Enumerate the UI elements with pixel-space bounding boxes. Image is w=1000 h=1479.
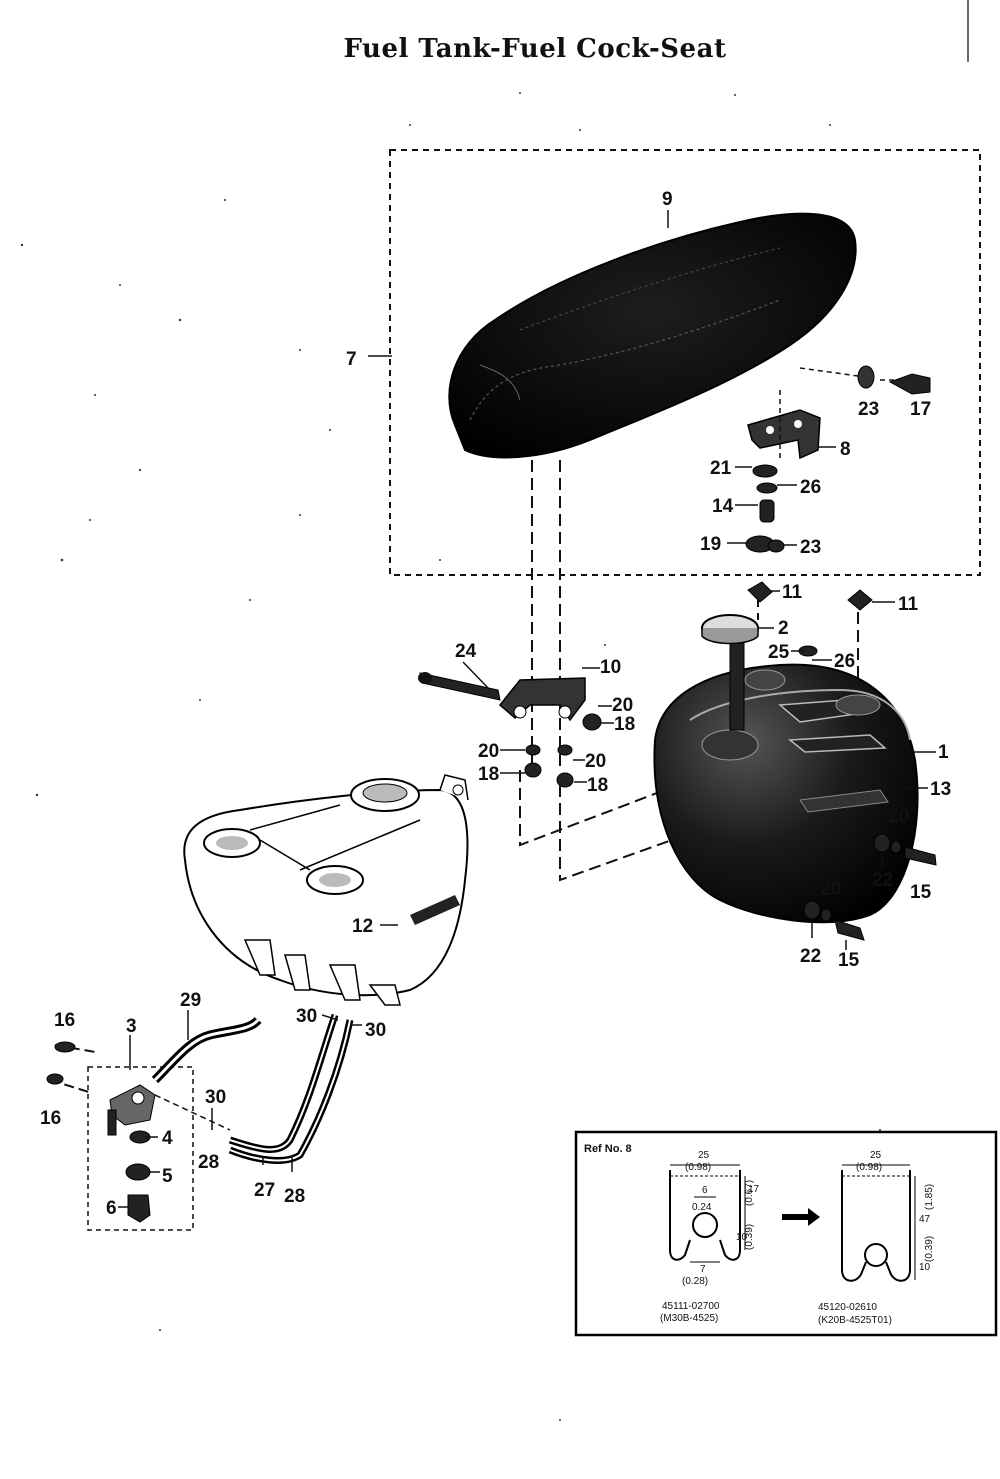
old-dim1-mm: 17: [748, 1184, 760, 1195]
old-dim3-mm: 7: [700, 1264, 706, 1275]
callout-16: 16: [54, 1010, 75, 1031]
old-dim1-in: (0.67): [744, 1180, 755, 1206]
callout-30: 30: [205, 1087, 226, 1108]
fuel-cock: [46, 1041, 156, 1223]
callout-20: 20: [585, 751, 606, 772]
old-bracket-drawing: 25 (0.98) 6 0.24 17 (0.67) 10 (0.39) 7 (…: [660, 1150, 760, 1324]
callout-11: 11: [898, 594, 919, 615]
old-dim3-in: (0.28): [682, 1276, 708, 1287]
seat-assembly-box: [389, 149, 981, 576]
callout-20: 20: [888, 806, 909, 827]
callout-23: 23: [800, 537, 821, 558]
mount-rubbers: [524, 713, 602, 788]
callout-20: 20: [478, 741, 499, 762]
callout-15: 15: [910, 882, 932, 903]
callout-6: 6: [106, 1198, 117, 1219]
seat-hardware: [745, 365, 931, 553]
callout-27: 27: [254, 1180, 275, 1201]
callout-20: 20: [820, 879, 841, 900]
tank-leader-lines: [380, 590, 936, 950]
callout-30: 30: [296, 1006, 317, 1027]
fuel-pipes: [228, 1013, 354, 1164]
ref-no-8-inset: Ref No. 8 25 (0.98) 6 0.24 17 (0.67) 10 …: [574, 1130, 998, 1337]
callout-14: 14: [712, 496, 734, 517]
print-speckles: [20, 92, 881, 1421]
callout-25: 25: [768, 642, 790, 663]
callout-2: 2: [778, 618, 789, 639]
old-width-mm: 25: [698, 1150, 710, 1161]
callout-24: 24: [455, 641, 477, 662]
callout-18: 18: [587, 775, 608, 796]
old-part-number: 45111-02700: [662, 1301, 720, 1312]
callout-10: 10: [600, 657, 621, 678]
tank-mount-bracket: [418, 672, 586, 722]
callout-19: 19: [700, 534, 721, 555]
callout-4: 4: [162, 1128, 173, 1149]
callout-16: 16: [40, 1108, 61, 1129]
callout-26: 26: [834, 651, 855, 672]
callout-8: 8: [840, 439, 851, 460]
fuel-filler-cap: [701, 614, 759, 731]
callout-9: 9: [662, 189, 673, 210]
old-width-in: (0.98): [685, 1162, 711, 1173]
callout-13: 13: [930, 779, 951, 800]
new-part-number: 45120-02610: [818, 1302, 877, 1313]
callout-18: 18: [614, 714, 635, 735]
old-slot-in: 0.24: [692, 1202, 712, 1213]
callout-12: 12: [352, 916, 373, 937]
new-dim1-in: (1.85): [924, 1184, 935, 1210]
callout-21: 21: [710, 458, 732, 479]
new-bracket-drawing: 25 (0.98) 47 (1.85) 10 (0.39) 45120-0261…: [818, 1150, 935, 1326]
fuel-tank: [653, 663, 919, 924]
diagram-title: Fuel Tank-Fuel Cock-Seat: [343, 34, 727, 64]
callout-11: 11: [782, 582, 803, 603]
fuel-leader-lines: [118, 1010, 362, 1208]
seat-leader-lines: [368, 210, 900, 546]
callout-28: 28: [198, 1152, 219, 1173]
tank-side-hardware: [798, 645, 937, 941]
old-slot-mm: 6: [702, 1185, 708, 1196]
new-width-mm: 25: [870, 1150, 882, 1161]
old-model: (M30B-4525): [660, 1313, 718, 1324]
new-width-in: (0.98): [856, 1162, 882, 1173]
new-dim2-mm: 10: [919, 1262, 931, 1273]
part-number-callouts: 9 7 23 17 8 21 26 14 19 23 11 11 2 25 26…: [40, 189, 951, 1219]
new-dim2-in: (0.39): [924, 1236, 935, 1262]
callout-17: 17: [910, 399, 931, 420]
callout-18: 18: [478, 764, 499, 785]
callout-23: 23: [858, 399, 879, 420]
callout-5: 5: [162, 1166, 173, 1187]
supersession-arrow: [782, 1208, 820, 1226]
old-dim2-in: (0.39): [744, 1224, 755, 1250]
old-dim2-mm: 10: [736, 1232, 748, 1243]
callout-22: 22: [800, 946, 821, 967]
fuel-tank-alternate: [183, 774, 469, 1006]
callout-28: 28: [284, 1186, 305, 1207]
seat: [448, 212, 857, 459]
callout-7: 7: [346, 349, 357, 370]
callout-3: 3: [126, 1016, 137, 1037]
tank-emblem-screws: [747, 581, 873, 611]
callout-29: 29: [180, 990, 201, 1011]
callout-30: 30: [365, 1020, 386, 1041]
callout-1: 1: [938, 742, 949, 763]
callout-22: 22: [872, 870, 893, 891]
new-dim1-mm: 47: [919, 1214, 931, 1225]
callout-20: 20: [612, 695, 633, 716]
seat-hinge-bracket: [747, 409, 821, 460]
callout-26: 26: [800, 477, 821, 498]
fuel-cock-box: [87, 1066, 194, 1231]
callout-15: 15: [838, 950, 860, 971]
new-model: (K20B-4525T01): [818, 1315, 892, 1326]
inset-ref-label: Ref No. 8: [584, 1143, 632, 1155]
